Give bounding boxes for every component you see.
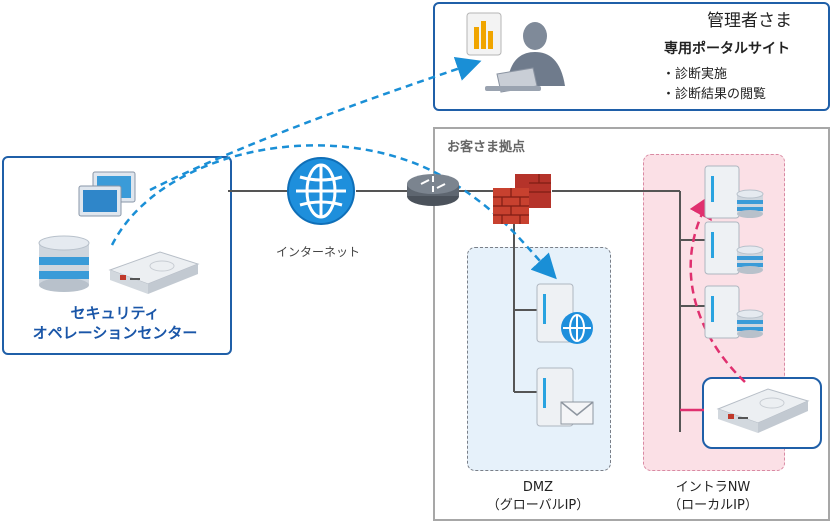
intranet-appliance-icon [716, 388, 810, 433]
router-icon [407, 174, 459, 206]
firewall-icon [493, 174, 551, 224]
monitor-screens-icon [78, 171, 136, 217]
globe-icon [287, 157, 355, 225]
admin-item-1: ・診断実施 [662, 67, 728, 82]
web-server-icon [536, 283, 593, 344]
soc-title-line1: セキュリティ [70, 304, 160, 322]
customer-site-title: お客さま拠点 [447, 140, 526, 155]
intranet-label-line1: イントラNW [675, 480, 751, 495]
db-server-icon-2 [704, 221, 764, 275]
security-appliance-icon [108, 251, 200, 294]
dmz-label-line1: DMZ [522, 480, 554, 495]
user-at-laptop-icon [485, 22, 565, 93]
mail-server-icon [536, 367, 594, 427]
db-server-icon-1 [704, 165, 764, 219]
soc-title-line2: オペレーションセンター [32, 324, 198, 342]
internet-label: インターネット [276, 245, 361, 259]
portal-label: 専用ポータルサイト [664, 41, 790, 57]
intranet-label-line2: （ローカルIP） [668, 498, 758, 513]
flow-soc-to-dmz [110, 144, 557, 280]
database-icon [38, 235, 90, 292]
db-server-icon-3 [704, 285, 764, 339]
chart-document-icon [466, 12, 502, 56]
flow-appliance-to-intranet [689, 193, 746, 383]
dmz-label-line2: （グローバルIP） [486, 498, 590, 513]
admin-item-2: ・診断結果の閲覧 [662, 87, 767, 102]
admin-title-text: 管理者さま [707, 11, 792, 31]
flow-soc-to-admin [149, 56, 482, 192]
